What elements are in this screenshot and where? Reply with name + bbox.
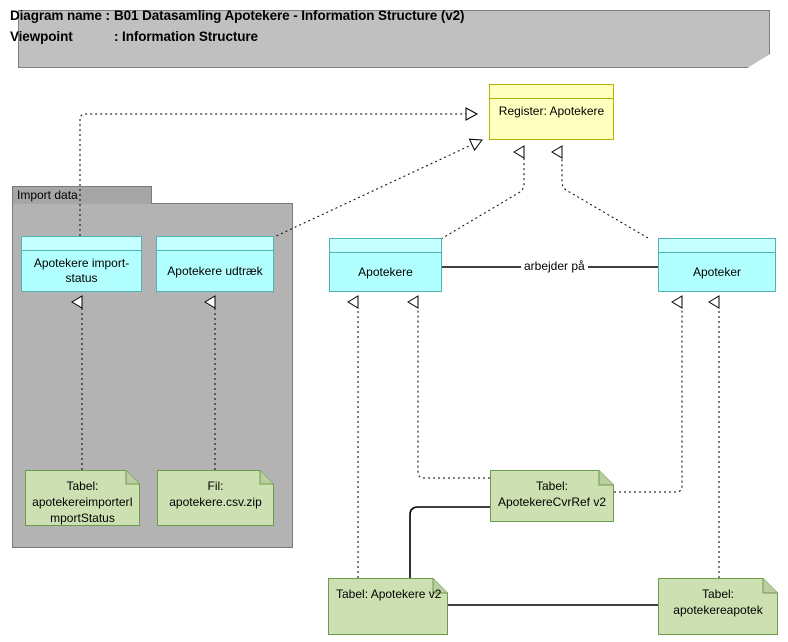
apotekere-import-status-label: Apotekere import-status (33, 256, 130, 285)
diagram-name-line: Diagram name : B01 Datasamling Apotekere … (10, 8, 465, 23)
note-shape-icon (658, 578, 778, 635)
edge-apoteker-to-register (551, 145, 649, 239)
tabel-apotekereapotek-label: Tabel: apotekereapotek (673, 587, 763, 617)
edge-udtraek-to-register (271, 138, 483, 239)
object-header-strip (330, 239, 441, 253)
node-apotekere-udtraek[interactable]: Apotekere udtræk (156, 236, 274, 292)
group-import-data-label: Import data (17, 188, 78, 202)
viewpoint-value: Information Structure (122, 29, 258, 44)
viewpoint-label: Viewpoint (10, 29, 73, 44)
node-tabel-apotekere-v2[interactable]: Tabel: Apotekere v2 (328, 578, 448, 635)
object-header-strip (157, 237, 273, 251)
apotekere-label: Apotekere (358, 264, 413, 279)
tabel-apotekerecvrref-v2-label: Tabel: ApotekereCvrRef v2 (497, 479, 607, 509)
edge-cvrref-to-apoteker (614, 295, 683, 493)
register-header-strip (490, 85, 613, 99)
node-tabel-apotekerecvrref-v2[interactable]: Tabel: ApotekereCvrRef v2 (490, 470, 614, 522)
node-apotekere[interactable]: Apotekere (329, 238, 442, 292)
diagram-name-value: B01 Datasamling Apotekere - Information … (114, 8, 465, 23)
edge-apotekere-to-register (440, 145, 525, 240)
node-tabel-apotekereimporterimportstatus[interactable]: Tabel: apotekereimporterI mportStatus (25, 470, 140, 526)
object-header-strip (22, 237, 141, 251)
viewpoint-separator: : (114, 29, 123, 44)
fil-apotekere-csv-zip-label: Fil: apotekere.csv.zip (169, 479, 262, 509)
tabel-apotekere-v2-label: Tabel: Apotekere v2 (336, 587, 442, 601)
diagram-title-block (18, 10, 770, 68)
node-fil-apotekere-csv-zip[interactable]: Fil: apotekere.csv.zip (157, 470, 274, 526)
tabel-apotekereimporterimportstatus-label: Tabel: apotekereimporterI mportStatus (32, 479, 133, 525)
edge-cvrref-to-apotekere (407, 295, 490, 479)
apoteker-label: Apoteker (692, 264, 742, 279)
node-apoteker[interactable]: Apoteker (658, 238, 776, 292)
node-apotekere-import-status[interactable]: Apotekere import-status (21, 236, 142, 292)
node-tabel-apotekereapotek[interactable]: Tabel: apotekereapotek (658, 578, 778, 635)
diagram-name-label: Diagram name : (10, 8, 110, 23)
edge-label-arbejder-paa: arbejder på (521, 259, 588, 273)
edge-apotekerev2-to-cvrref (409, 506, 490, 580)
node-register-apotekere[interactable]: Register: Apotekere (489, 84, 614, 140)
note-shape-icon (157, 470, 274, 526)
note-shape-icon (490, 470, 614, 522)
object-header-strip (659, 239, 775, 253)
note-shape-icon (328, 578, 448, 635)
register-apotekere-label: Register: Apotekere (498, 104, 605, 118)
viewpoint-line: Viewpoint: Information Structure (10, 29, 258, 44)
note-shape-icon (25, 470, 140, 526)
apotekere-udtraek-label: Apotekere udtræk (167, 263, 263, 278)
